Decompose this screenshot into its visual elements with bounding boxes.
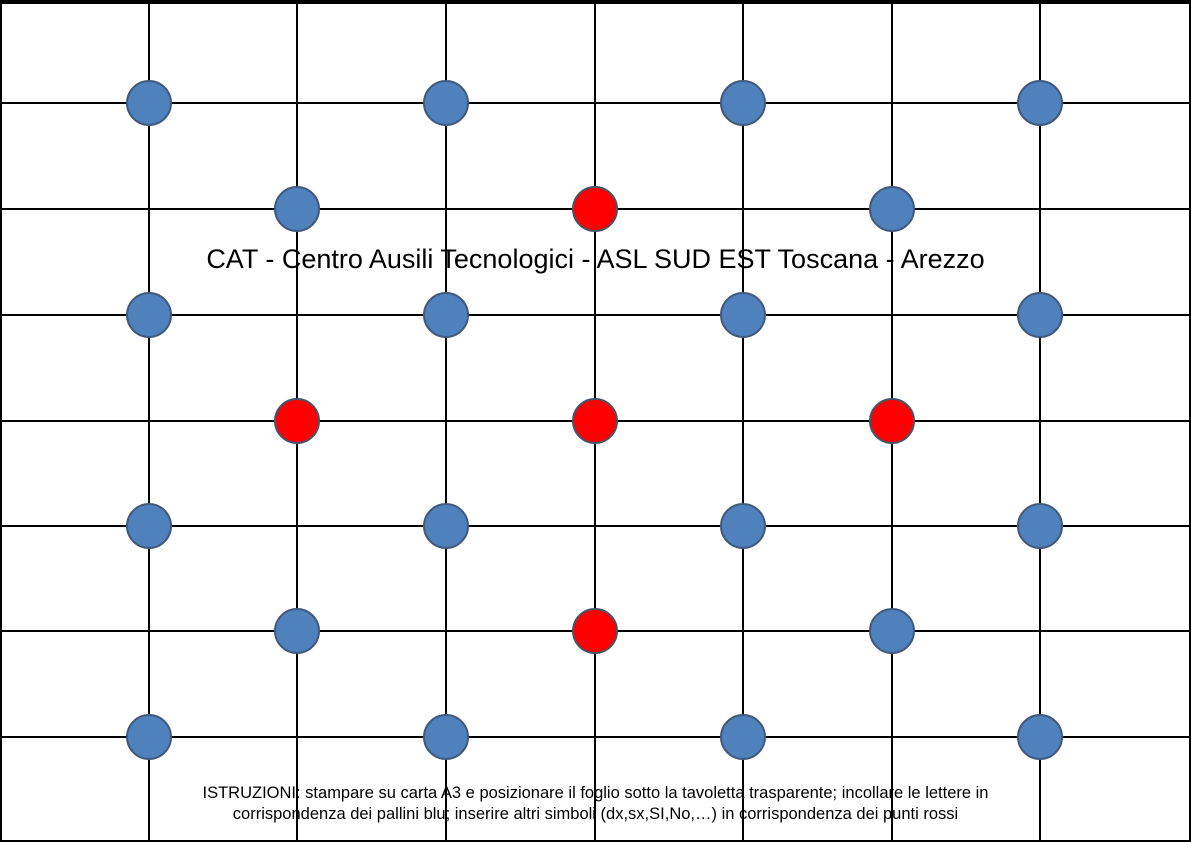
- dot-r3-c2[interactable]: [423, 292, 469, 338]
- dot-r1-c3[interactable]: [720, 80, 766, 126]
- grid-line-horizontal-5: [0, 525, 1191, 527]
- instructions-line-2: corrispondenza dei pallini blu; inserire…: [232, 805, 959, 823]
- dot-r4-c3[interactable]: [869, 398, 915, 444]
- dot-r3-c4[interactable]: [1017, 292, 1063, 338]
- dot-r4-c2[interactable]: [572, 398, 618, 444]
- dot-r2-c1[interactable]: [274, 186, 320, 232]
- dot-r3-c1[interactable]: [126, 292, 172, 338]
- dot-r7-c4[interactable]: [1017, 714, 1063, 760]
- dot-r4-c1[interactable]: [274, 398, 320, 444]
- dot-r5-c3[interactable]: [720, 503, 766, 549]
- dot-r2-c2[interactable]: [572, 186, 618, 232]
- dot-r6-c1[interactable]: [274, 608, 320, 654]
- page-title: CAT - Centro Ausili Tecnologici - ASL SU…: [206, 244, 985, 274]
- dot-r3-c3[interactable]: [720, 292, 766, 338]
- dot-r1-c2[interactable]: [423, 80, 469, 126]
- dot-r7-c3[interactable]: [720, 714, 766, 760]
- dot-r1-c1[interactable]: [126, 80, 172, 126]
- grid-line-horizontal-3: [0, 314, 1191, 316]
- dot-r6-c3[interactable]: [869, 608, 915, 654]
- dot-r2-c3[interactable]: [869, 186, 915, 232]
- dot-r6-c2[interactable]: [572, 608, 618, 654]
- dot-r7-c1[interactable]: [126, 714, 172, 760]
- grid-line-horizontal-7: [0, 736, 1191, 738]
- instructions-line-1: ISTRUZIONI: stampare su carta A3 e posiz…: [202, 784, 989, 802]
- instructions-block: ISTRUZIONI: stampare su carta A3 e posiz…: [0, 783, 1191, 825]
- grid-line-horizontal-0: [0, 2, 1191, 4]
- dot-r5-c2[interactable]: [423, 503, 469, 549]
- dot-r5-c4[interactable]: [1017, 503, 1063, 549]
- dot-r7-c2[interactable]: [423, 714, 469, 760]
- dot-r5-c1[interactable]: [126, 503, 172, 549]
- dot-r1-c4[interactable]: [1017, 80, 1063, 126]
- grid-line-horizontal-1: [0, 102, 1191, 104]
